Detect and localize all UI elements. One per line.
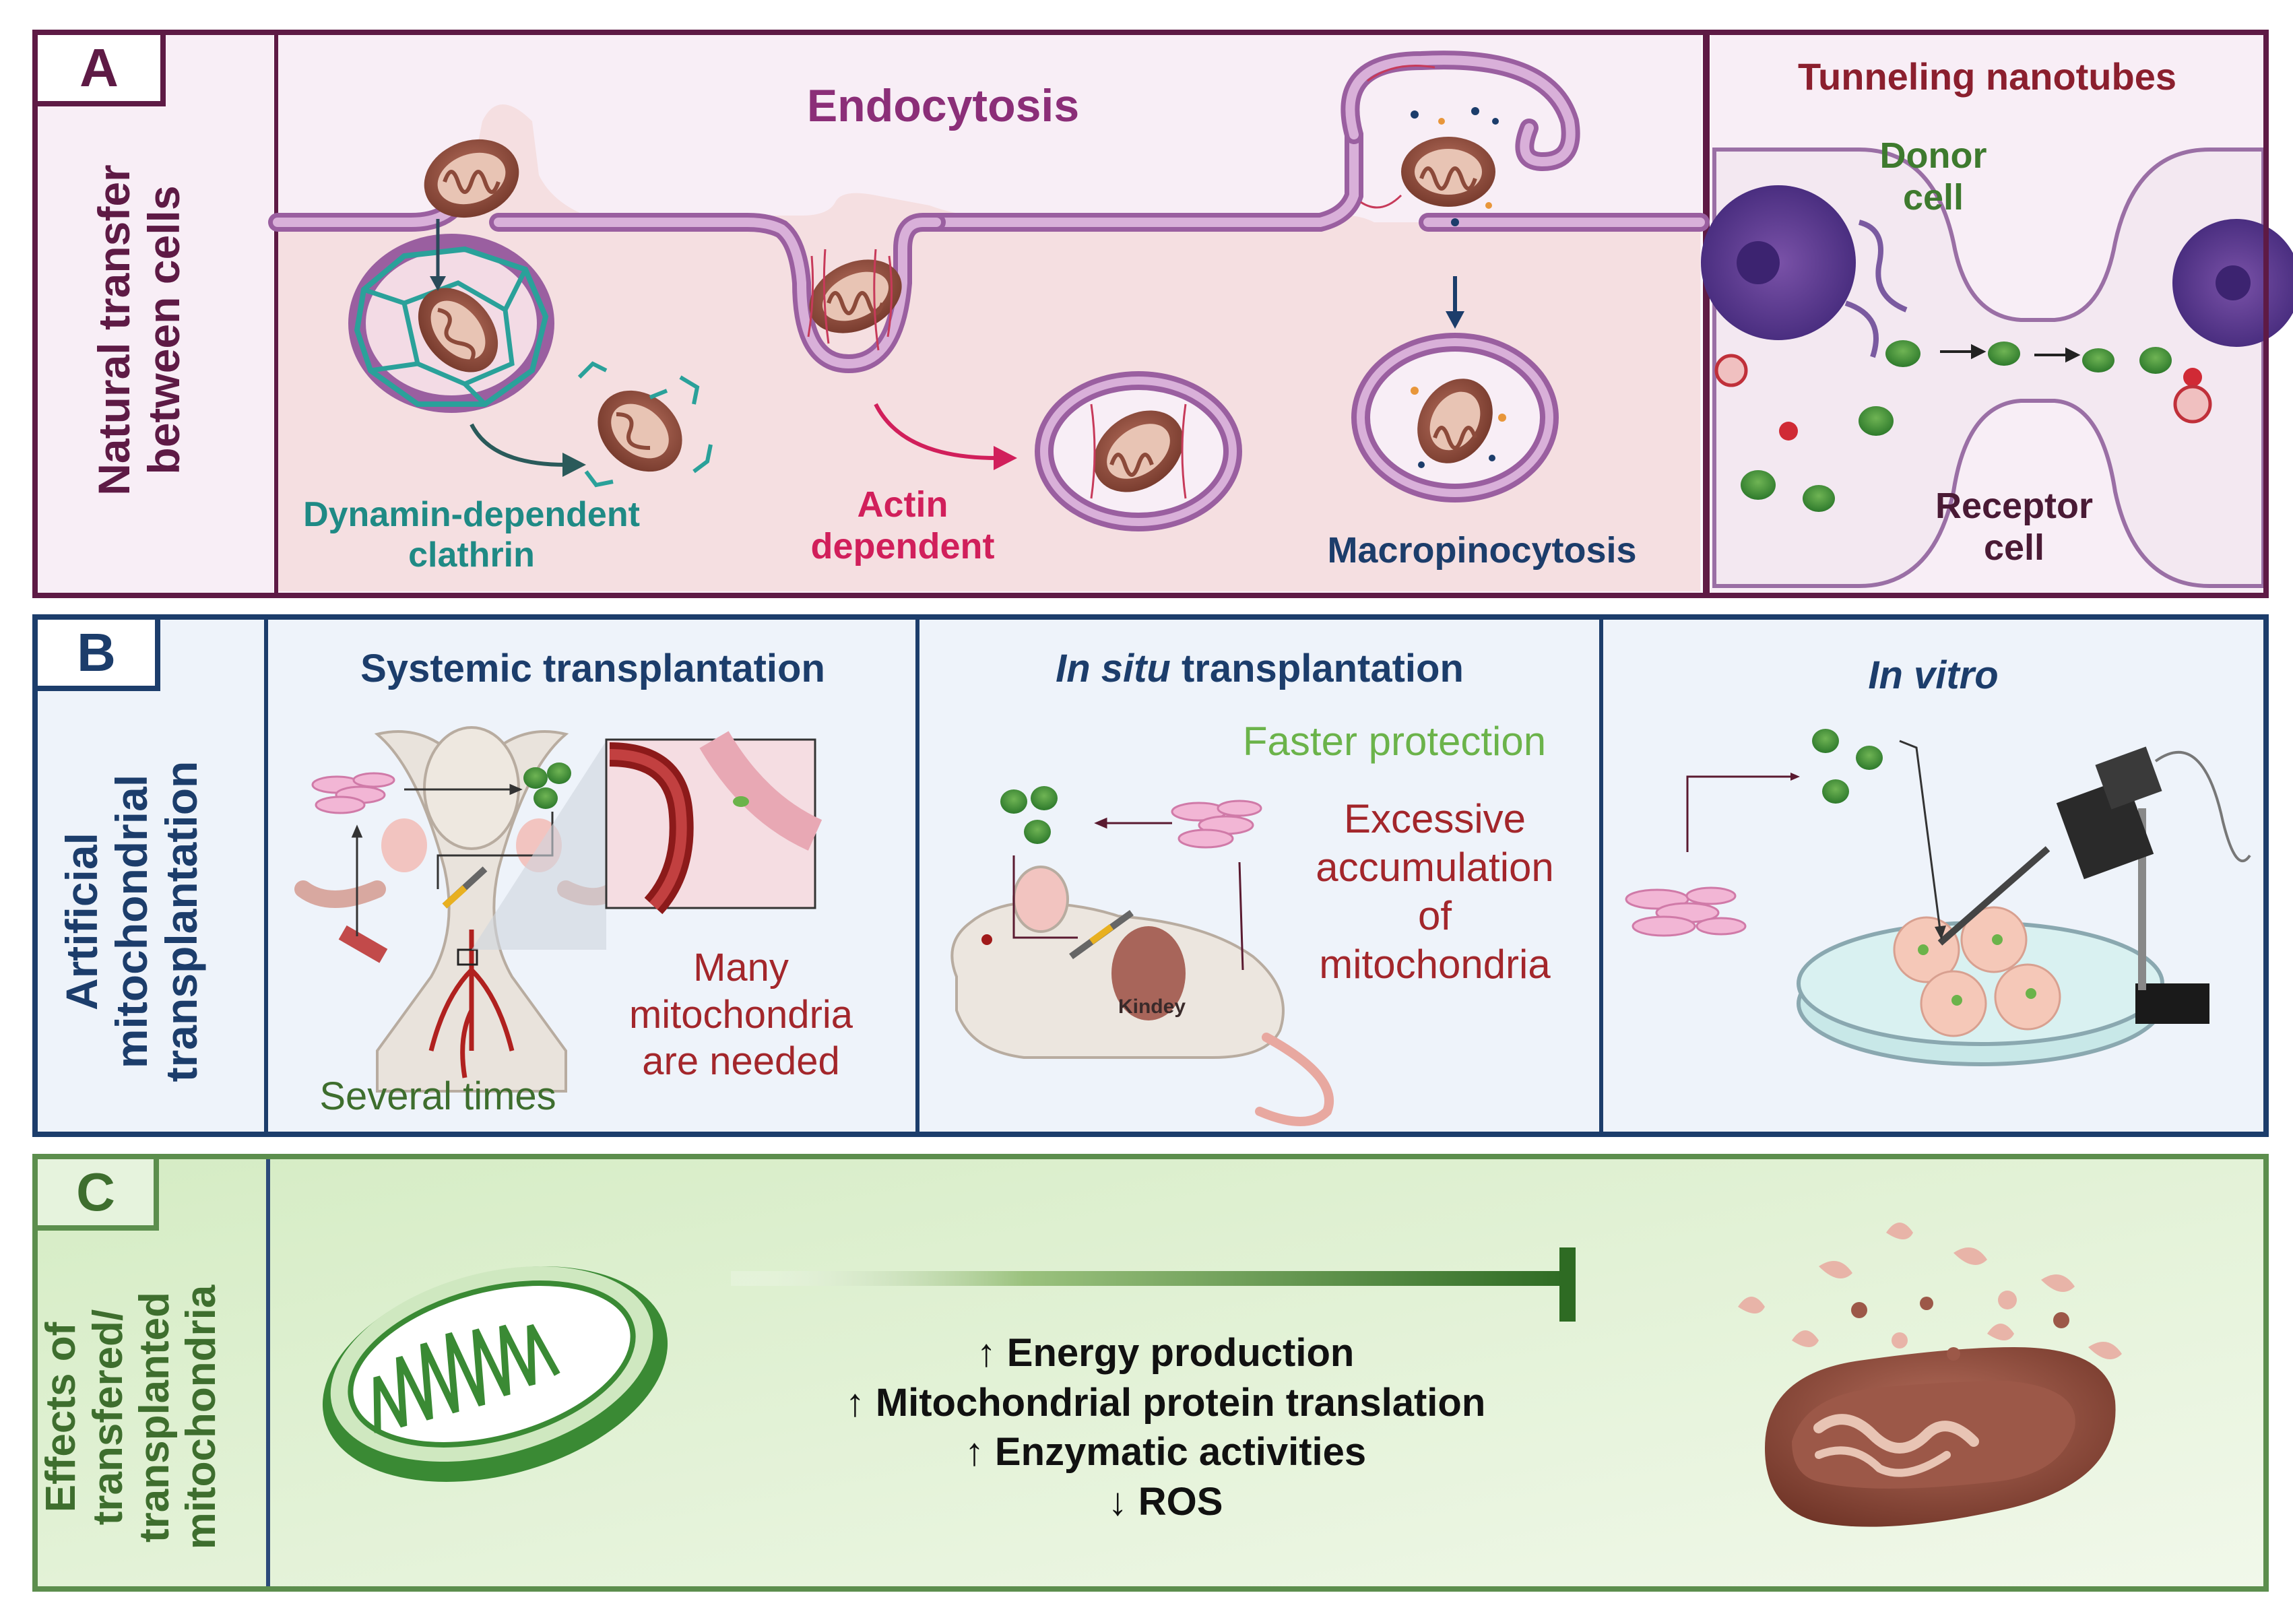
actin-label: Actin dependent — [795, 484, 1010, 567]
panel-c-letter: C — [38, 1159, 159, 1231]
receptor-label-line: cell — [1983, 527, 2045, 569]
macropinosome-forming — [1360, 65, 1499, 226]
effect-item: ↑ Energy production — [976, 1331, 1355, 1375]
inhibition-bar-icon — [731, 1271, 1570, 1286]
mitochondrion-brown-icon — [424, 139, 519, 218]
dynamin-label-line: Dynamin-dependent — [303, 495, 640, 534]
effect-item: ↑ Mitochondrial protein translation — [845, 1380, 1486, 1425]
kidney-label: Kindey — [1118, 996, 1186, 1018]
side-label-line: transfered/ — [84, 1309, 131, 1526]
curved-arrow-icon — [874, 403, 998, 460]
panel-b — [32, 614, 2269, 1137]
tnt-title: Tunneling nanotubes — [1797, 55, 2177, 98]
mitochondrial-debris — [1738, 1223, 2122, 1361]
insitu-title-italic: In situ — [1056, 647, 1171, 690]
side-label-line: transplanted — [131, 1291, 178, 1543]
excessive-line: mitochondria — [1319, 942, 1551, 987]
donor-label-line: cell — [1902, 177, 1964, 218]
mitochondrion-brown-icon — [418, 288, 498, 372]
dynamin-label: Dynamin-dependent clathrin — [269, 495, 674, 576]
insitu-title-rest: transplantation — [1170, 647, 1464, 690]
effect-item: ↑ Enzymatic activities — [964, 1430, 1367, 1474]
green-mitochondria-cluster — [1000, 786, 1058, 844]
curved-arrow-icon — [470, 423, 567, 467]
excessive-line: of — [1417, 893, 1452, 938]
effects-list: ↑ Energy production ↑ Mitochondrial prot… — [741, 1328, 1590, 1527]
arrowhead-icon — [994, 446, 1017, 470]
actin-vesicle — [1035, 371, 1242, 531]
invitro-arrow — [1686, 775, 1792, 852]
tunneling-nanotube-cells — [1701, 148, 2293, 588]
many-mito-line: mitochondria — [628, 992, 853, 1037]
arrowhead-icon — [1446, 311, 1464, 329]
excessive-line: Excessive — [1343, 796, 1526, 841]
side-label-line: Artificial — [57, 832, 107, 1011]
endocytosis-title: Endocytosis — [806, 80, 1080, 131]
actin-label-line: Actin — [857, 484, 948, 525]
macropinocytosis-label: Macropinocytosis — [1327, 530, 1637, 571]
insitu-arrows — [1012, 817, 1244, 971]
side-label-line: mitochondria — [178, 1285, 225, 1550]
systemic-arrows — [351, 783, 554, 936]
panel-a — [32, 30, 2269, 598]
panel-a-letter: A — [38, 35, 166, 106]
excessive-line: accumulation — [1316, 845, 1554, 890]
many-mito-line: are needed — [642, 1039, 840, 1084]
actin-filaments — [807, 249, 893, 351]
arrowhead-icon — [1935, 925, 1946, 940]
clathrin-fragments — [577, 361, 713, 488]
mouse-insitu-illustration — [950, 866, 1334, 1126]
dynamin-label-line: clathrin — [408, 535, 535, 575]
side-label-line: transplantation — [156, 760, 206, 1082]
side-label-line: Effects of — [38, 1322, 85, 1513]
invitro-title: In vitro — [1868, 653, 1999, 697]
panel-b-side-label: Artificial mitochondrial transplantation — [31, 726, 233, 1117]
nanotube-arrows — [1940, 344, 2081, 363]
mitochondrion-brown-icon — [598, 390, 682, 472]
receptor-cell-label: Receptor cell — [1913, 485, 2115, 569]
panel-c-side-label: Effects of transfered/ transplanted mito… — [24, 1229, 239, 1606]
donor-label-line: Donor — [1879, 135, 1987, 176]
many-mito-line: Many — [693, 946, 789, 989]
macropinosome-vesicle — [1351, 333, 1559, 502]
arrowhead-icon — [430, 276, 446, 291]
side-label-line: mitochondrial — [106, 774, 157, 1069]
side-label-line: between cells — [139, 185, 189, 475]
panel-a-side-label: Natural transfer between cells — [72, 162, 207, 498]
cultured-cells-icon — [1171, 800, 1262, 849]
green-mitochondria-cluster — [1812, 729, 1883, 804]
cultured-cells-icon — [311, 772, 395, 814]
arrowhead-icon — [562, 453, 586, 477]
insitu-title: In situ transplantation — [930, 647, 1590, 692]
panel-c — [32, 1154, 2269, 1592]
mitochondrion-brown-icon — [809, 259, 902, 333]
effect-item: ↓ ROS — [1107, 1479, 1223, 1524]
arrowhead-icon — [1790, 773, 1800, 781]
micromanipulator — [1937, 746, 2251, 1024]
vessel-zoom-inset — [472, 731, 822, 950]
excessive-label: Excessive accumulation of mitochondria — [1280, 795, 1590, 989]
several-times-label: Several times — [319, 1074, 556, 1118]
donor-cell-label: Donor cell — [1866, 135, 2001, 218]
healthy-mitochondrion-icon — [322, 1266, 668, 1482]
panel-b-letter: B — [38, 620, 160, 691]
green-mitochondria-cluster — [523, 762, 571, 809]
many-mito-label: Many mitochondria are needed — [593, 944, 889, 1085]
green-mitochondria-cluster — [1741, 340, 2172, 512]
injection-arrow — [1899, 740, 1941, 930]
petri-dish — [1797, 906, 2164, 1066]
systemic-title: Systemic transplantation — [360, 647, 825, 690]
damaged-mitochondrion-icon — [1765, 1347, 2116, 1527]
faster-protection-label: Faster protection — [1242, 719, 1547, 764]
side-label-line: Natural transfer — [89, 164, 139, 496]
actin-label-line: dependent — [810, 526, 995, 567]
inhibition-stop-icon — [1559, 1247, 1576, 1322]
cultured-cells-icon — [1625, 886, 1747, 937]
receptor-label-line: Receptor — [1935, 486, 2094, 526]
panel-a-background — [38, 35, 2263, 593]
